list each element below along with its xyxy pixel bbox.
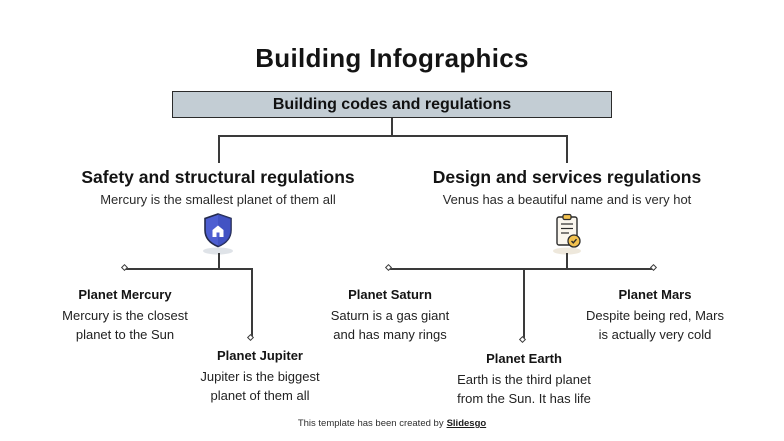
- node-title: Planet Saturn: [348, 287, 432, 302]
- security-shield-icon: [196, 210, 240, 256]
- connector-right-sub-horizontal: [390, 268, 655, 270]
- branch-subtitle-right: Venus has a beautiful name and is very h…: [442, 192, 692, 207]
- node-title: Planet Earth: [486, 351, 562, 366]
- connector-node-marker: [120, 263, 129, 272]
- footer-text: This template has been created by: [297, 418, 444, 429]
- planet-node-mercury: Planet Mercury Mercury is the closest pl…: [40, 287, 210, 344]
- node-title: Planet Mercury: [78, 287, 172, 302]
- node-description: Saturn is a gas giant and has many rings: [330, 308, 450, 342]
- connector-node-marker: [518, 335, 527, 344]
- connector-right-branch-vertical: [566, 135, 568, 163]
- clipboard-check-icon: [545, 210, 589, 256]
- slidesgo-link[interactable]: Slidesgo: [446, 418, 487, 429]
- root-node: Building codes and regulations: [172, 91, 612, 118]
- node-description: Mercury is the closest planet to the Sun: [62, 308, 188, 342]
- node-title: Planet Jupiter: [217, 348, 303, 363]
- connector-node-marker: [384, 263, 393, 272]
- node-description: Earth is the third planet from the Sun. …: [457, 372, 591, 406]
- node-description: Jupiter is the biggest planet of them al…: [200, 369, 320, 403]
- connector-main-horizontal: [218, 135, 567, 137]
- planet-node-jupiter: Planet Jupiter Jupiter is the biggest pl…: [175, 348, 345, 405]
- connector-earth-vertical: [523, 268, 525, 340]
- branch-subtitle-left: Mercury is the smallest planet of them a…: [100, 192, 336, 207]
- connector-left-sub-horizontal: [125, 268, 252, 270]
- node-description: Despite being red, Mars is actually very…: [585, 308, 724, 342]
- planet-node-earth: Planet Earth Earth is the third planet f…: [432, 351, 616, 408]
- connector-left-icon-vertical: [218, 253, 220, 268]
- connector-node-marker: [246, 333, 255, 342]
- branch-heading-left: Safety and structural regulations: [81, 167, 355, 187]
- node-title: Planet Mars: [618, 287, 692, 302]
- branch-heading-right: Design and services regulations: [432, 167, 702, 187]
- connector-jupiter-vertical: [251, 268, 253, 338]
- connector-right-icon-vertical: [566, 253, 568, 268]
- connector-node-marker: [649, 263, 658, 272]
- connector-left-branch-vertical: [218, 135, 220, 163]
- page-title: Building Infographics: [255, 43, 529, 73]
- planet-node-saturn: Planet Saturn Saturn is a gas giant and …: [305, 287, 475, 344]
- connector-root-vertical: [391, 118, 393, 135]
- planet-node-mars: Planet Mars Despite being red, Mars is a…: [563, 287, 747, 344]
